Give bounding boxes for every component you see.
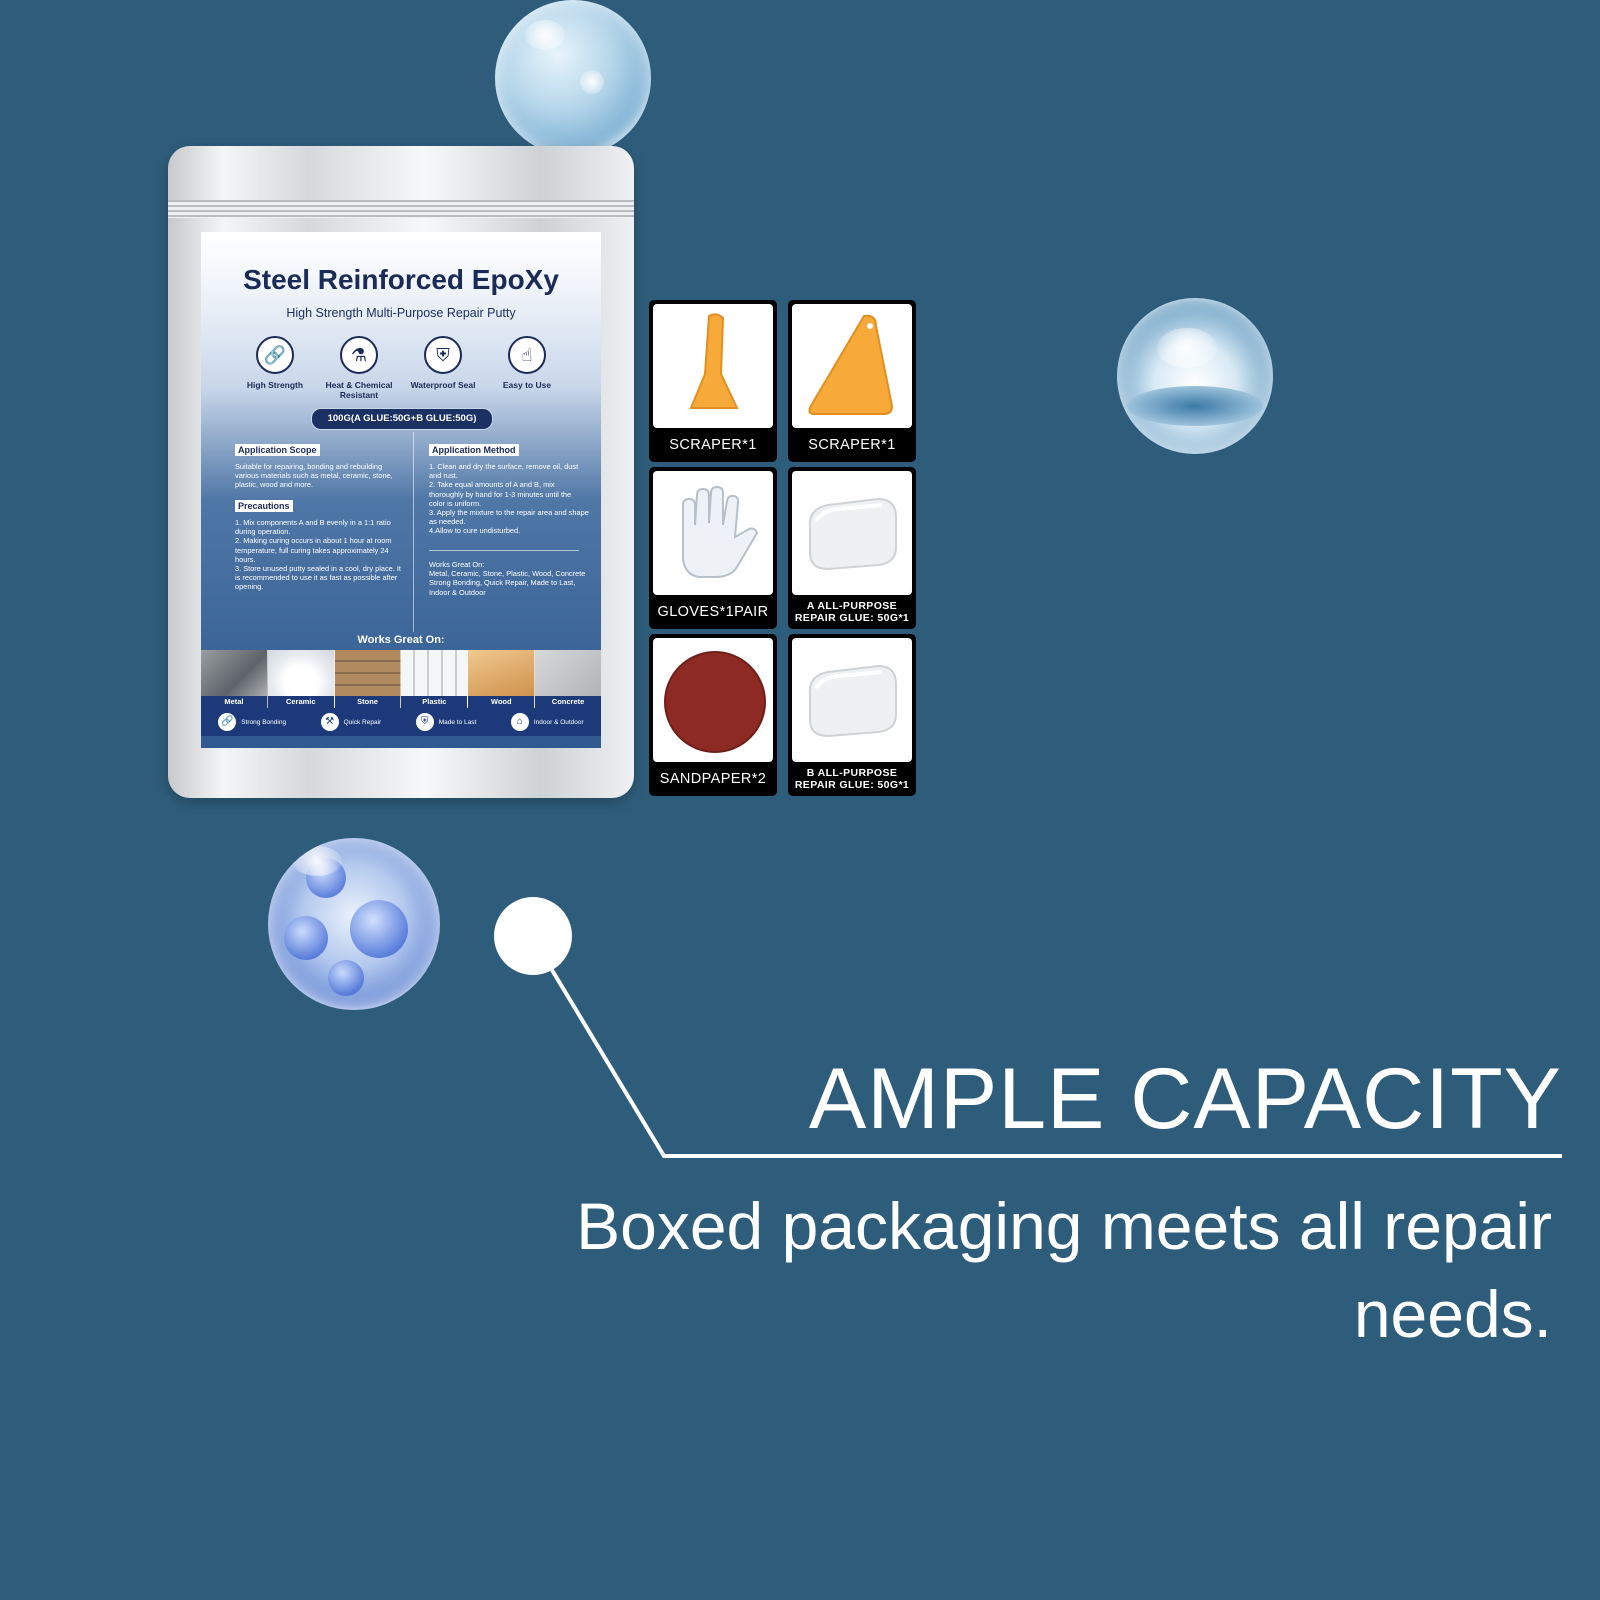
material-stone: Stone bbox=[334, 650, 402, 708]
chain-link-icon: 🔗 bbox=[256, 336, 294, 374]
bag-zipper bbox=[168, 200, 634, 218]
feature-easy-to-use: ☝ Easy to Use bbox=[489, 336, 565, 390]
material-concrete: Concrete bbox=[535, 650, 601, 708]
accessory-scraper-handle: SCRAPER*1 bbox=[649, 300, 777, 462]
triangle-scraper-icon bbox=[808, 314, 894, 415]
works-great-on-title: Works Great On: bbox=[357, 634, 445, 646]
material-wood: Wood bbox=[468, 650, 536, 708]
accessory-glue-b: B ALL-PURPOSE REPAIR GLUE: 50G*1 bbox=[788, 634, 916, 796]
accessory-scraper-triangle: SCRAPER*1 bbox=[788, 300, 916, 462]
product-title: Steel Reinforced EpoXy bbox=[243, 264, 559, 295]
chain-link-icon: 🔗 bbox=[218, 713, 237, 731]
flask-icon: ⚗ bbox=[340, 336, 378, 374]
materials-strip: Metal Ceramic Stone Plastic Wood Concret… bbox=[201, 650, 601, 708]
callout-dot bbox=[494, 897, 572, 975]
material-ceramic: Ceramic bbox=[267, 650, 335, 708]
material-metal: Metal bbox=[201, 650, 268, 708]
product-subtitle: High Strength Multi-Purpose Repair Putty bbox=[286, 306, 516, 320]
feature-high-strength: 🔗 High Strength bbox=[237, 336, 313, 390]
badge-quick-repair: ⚒Quick Repair bbox=[320, 713, 381, 731]
accessory-glue-a: A ALL-PURPOSE REPAIR GLUE: 50G*1 bbox=[788, 467, 916, 629]
material-plastic: Plastic bbox=[401, 650, 469, 708]
water-splash-sphere-image bbox=[1117, 298, 1273, 454]
precautions-heading: Precautions bbox=[235, 500, 293, 512]
molecule-sphere-image bbox=[268, 838, 440, 1010]
thumbs-up-icon: ☝ bbox=[508, 336, 546, 374]
application-method-text: 1. Clean and dry the surface, remove oil… bbox=[429, 462, 589, 536]
capacity-pill: 100G(A GLUE:50G+B GLUE:50G) bbox=[311, 408, 493, 430]
subline: Boxed packaging meets all repair needs. bbox=[576, 1189, 1552, 1351]
tools-icon: ⚒ bbox=[320, 713, 339, 731]
glue-block-icon bbox=[808, 664, 897, 738]
bubbles-sphere-image bbox=[495, 0, 651, 156]
accessory-sandpaper: SANDPAPER*2 bbox=[649, 634, 777, 796]
application-scope-text: Suitable for repairing, bonding and rebu… bbox=[235, 462, 393, 490]
application-method-heading: Application Method bbox=[429, 444, 519, 456]
house-icon: ⌂ bbox=[510, 713, 529, 731]
badge-made-to-last: ⛨Made to Last bbox=[415, 713, 476, 731]
shield-icon: ⛨ bbox=[424, 336, 462, 374]
glove-icon bbox=[682, 485, 759, 578]
shield-icon: ⛨ bbox=[415, 713, 434, 731]
sandpaper-disc-icon bbox=[664, 651, 766, 753]
product-label: Steel Reinforced EpoXy High Strength Mul… bbox=[201, 232, 601, 748]
accessory-gloves: GLOVES*1PAIR bbox=[649, 467, 777, 629]
works-great-note: Works Great On: Metal, Ceramic, Stone, P… bbox=[429, 560, 586, 597]
glue-block-icon bbox=[808, 497, 897, 571]
badge-strong-bonding: 🔗Strong Bonding bbox=[218, 713, 286, 731]
column-divider bbox=[413, 432, 414, 632]
feature-waterproof: ⛨ Waterproof Seal bbox=[405, 336, 481, 390]
headline: AMPLE CAPACITY bbox=[808, 1051, 1562, 1147]
badge-indoor-outdoor: ⌂Indoor & Outdoor bbox=[510, 713, 584, 731]
feature-heat-chemical: ⚗ Heat & Chemical Resistant bbox=[321, 336, 397, 400]
handle-scraper-icon bbox=[689, 313, 739, 409]
application-scope-heading: Application Scope bbox=[235, 444, 320, 456]
section-rule bbox=[429, 550, 579, 551]
precautions-text: 1. Mix components A and B evenly in a 1:… bbox=[235, 518, 401, 592]
badges-strip: 🔗Strong Bonding ⚒Quick Repair ⛨Made to L… bbox=[201, 708, 601, 736]
